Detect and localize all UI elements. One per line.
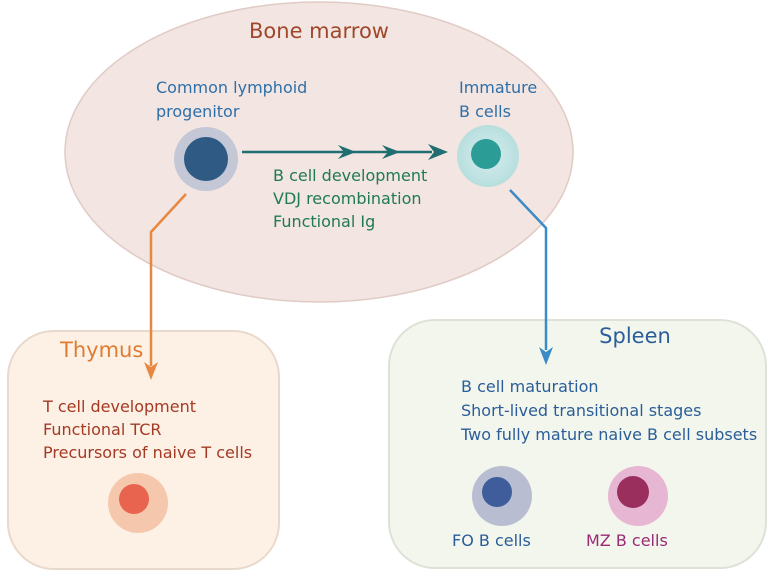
development-line1: B cell development xyxy=(273,166,427,185)
mz-b-cell-label: MZ B cells xyxy=(586,531,668,550)
thymus-region xyxy=(7,330,280,570)
immature-b-cell xyxy=(457,125,519,187)
development-line2: VDJ recombination xyxy=(273,189,422,208)
clp-label-line1: Common lymphoid xyxy=(156,78,307,97)
thymus-line3: Precursors of naive T cells xyxy=(43,443,252,462)
thymus-line2: Functional TCR xyxy=(43,420,162,439)
mz-b-cell xyxy=(608,466,668,526)
clp-cell xyxy=(174,127,238,191)
clp-label-line2: progenitor xyxy=(156,102,240,121)
spleen-arrow xyxy=(509,189,553,365)
development-arrow xyxy=(242,144,448,160)
spleen-region xyxy=(388,319,767,569)
thymus-title: Thymus xyxy=(59,338,143,362)
spleen-line2: Short-lived transitional stages xyxy=(461,401,701,420)
immature-label-line1: Immature xyxy=(459,78,537,97)
t-cell xyxy=(108,473,168,533)
thymus-arrow xyxy=(144,193,187,380)
thymus-line1: T cell development xyxy=(42,397,196,416)
spleen-line3: Two fully mature naive B cell subsets xyxy=(460,425,757,444)
spleen-line1: B cell maturation xyxy=(461,377,599,396)
fo-b-cell-label: FO B cells xyxy=(452,531,531,550)
immature-label-line2: B cells xyxy=(459,102,511,121)
development-line3: Functional Ig xyxy=(273,212,375,231)
bone-marrow-title: Bone marrow xyxy=(249,19,389,43)
fo-b-cell xyxy=(472,466,532,526)
spleen-title: Spleen xyxy=(599,324,671,348)
